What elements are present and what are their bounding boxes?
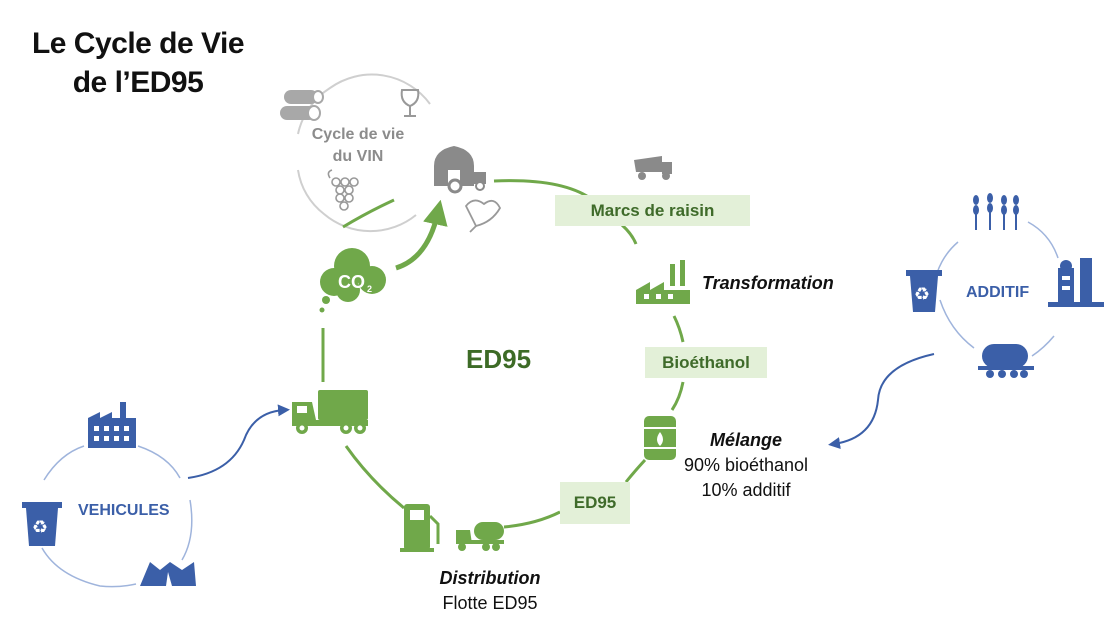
wine-cycle-line-1: Cycle de vie [311, 126, 405, 143]
recycle-bin-icon-vehicules: ♻ [22, 502, 62, 546]
wine-cycle-line-2: du VIN [332, 148, 384, 165]
page-title: Le Cycle de Vie de l’ED95 [18, 24, 258, 102]
dump-truck-icon [634, 156, 672, 180]
vehicules-cycle-ring [41, 445, 193, 588]
melange-line-2: 10% additif [701, 480, 791, 500]
title-line-1: Le Cycle de Vie [31, 27, 245, 60]
tag-marcs-de-raisin: Marcs de raisin [555, 195, 750, 226]
refinery-icon [1048, 258, 1104, 307]
tag-ed95: ED95 [560, 482, 630, 524]
wheat-icon [973, 193, 1019, 230]
svg-text:♻: ♻ [914, 284, 930, 305]
step-melange: Mélange 90% bioéthanol 10% additif [676, 428, 816, 503]
factory-icon [636, 260, 690, 304]
grape-leaf-icon [464, 199, 502, 233]
melange-title: Mélange [709, 430, 783, 450]
wine-cycle-label: Cycle de vie du VIN [308, 124, 408, 168]
co2-subscript: 2 [367, 284, 372, 294]
co2-cloud-icon: CO 2 [319, 248, 386, 313]
recycle-bin-icon-additif: ♻ [906, 270, 942, 312]
svg-text:♻: ♻ [32, 517, 48, 538]
tanker-wagon-icon [978, 344, 1034, 378]
step-transformation: Transformation [702, 273, 834, 293]
barrels-icon [280, 90, 324, 121]
title-line-2: de l’ED95 [72, 66, 204, 99]
tag-bioethanol: Bioéthanol [645, 347, 767, 378]
grapes-icon [327, 169, 359, 211]
factory-icon-vehicules [88, 402, 136, 448]
co2-label: CO [338, 272, 365, 292]
truck-icon [292, 390, 368, 434]
distribution-line-1: Flotte ED95 [442, 593, 538, 613]
vehicules-arrow [187, 404, 290, 479]
fuel-pump-icon [400, 504, 440, 552]
road-icon [140, 562, 196, 586]
fuel-barrel-icon [644, 416, 676, 460]
distribution-title: Distribution [439, 568, 541, 588]
melange-line-1: 90% bioéthanol [683, 455, 809, 475]
step-distribution: Distribution Flotte ED95 [430, 566, 550, 616]
vehicules-label: VEHICULES [78, 502, 170, 519]
additif-arrow [828, 353, 935, 450]
additif-label: ADDITIF [966, 284, 1030, 301]
center-label: ED95 [466, 344, 532, 374]
main-cycle-ring [321, 179, 685, 529]
co2-arrow [395, 199, 448, 271]
tanker-truck-icon [456, 522, 504, 551]
farm-tractor-icon [434, 146, 486, 194]
wine-glass-icon [400, 89, 420, 117]
